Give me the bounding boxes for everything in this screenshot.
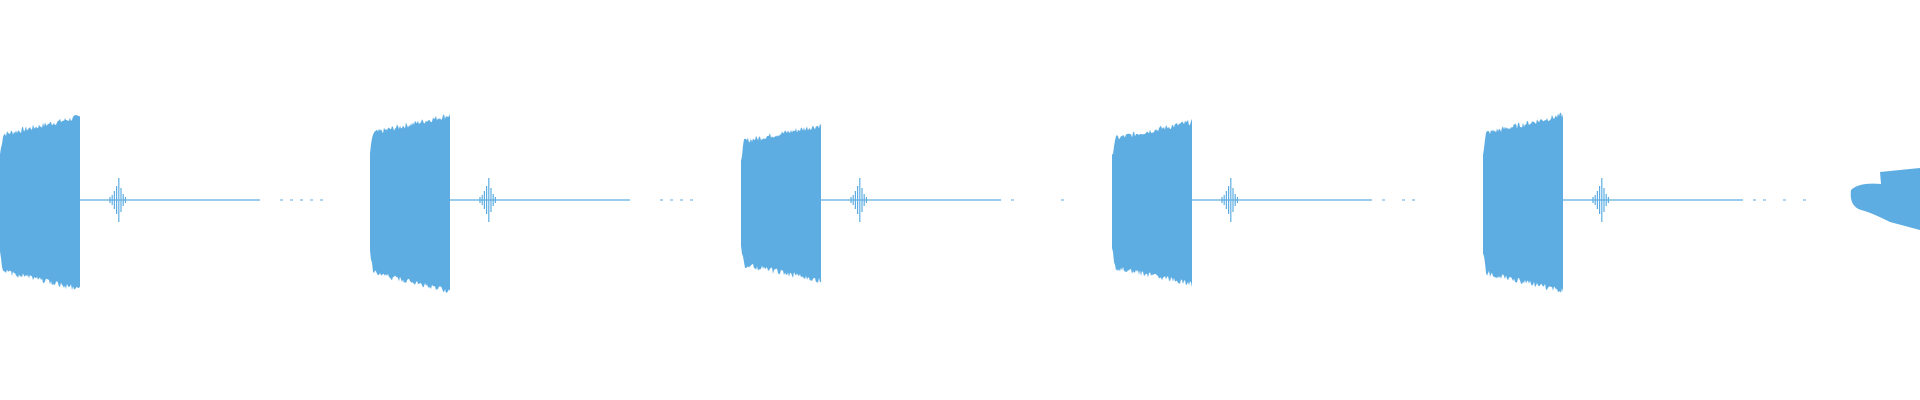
waveform-pulse bbox=[1483, 112, 1806, 293]
pulse-body bbox=[1483, 112, 1563, 293]
pulse-body bbox=[370, 113, 450, 293]
waveform-pulse bbox=[1112, 118, 1415, 288]
waveform-pulse bbox=[0, 115, 323, 291]
waveform-pulse bbox=[370, 113, 693, 293]
pulse-body bbox=[741, 123, 821, 283]
waveform-pulse-partial bbox=[1850, 168, 1920, 230]
pulse-body bbox=[0, 115, 80, 291]
waveform-pulse bbox=[741, 123, 1064, 283]
pulse-body bbox=[1850, 168, 1920, 230]
pulse-body bbox=[1112, 118, 1192, 288]
